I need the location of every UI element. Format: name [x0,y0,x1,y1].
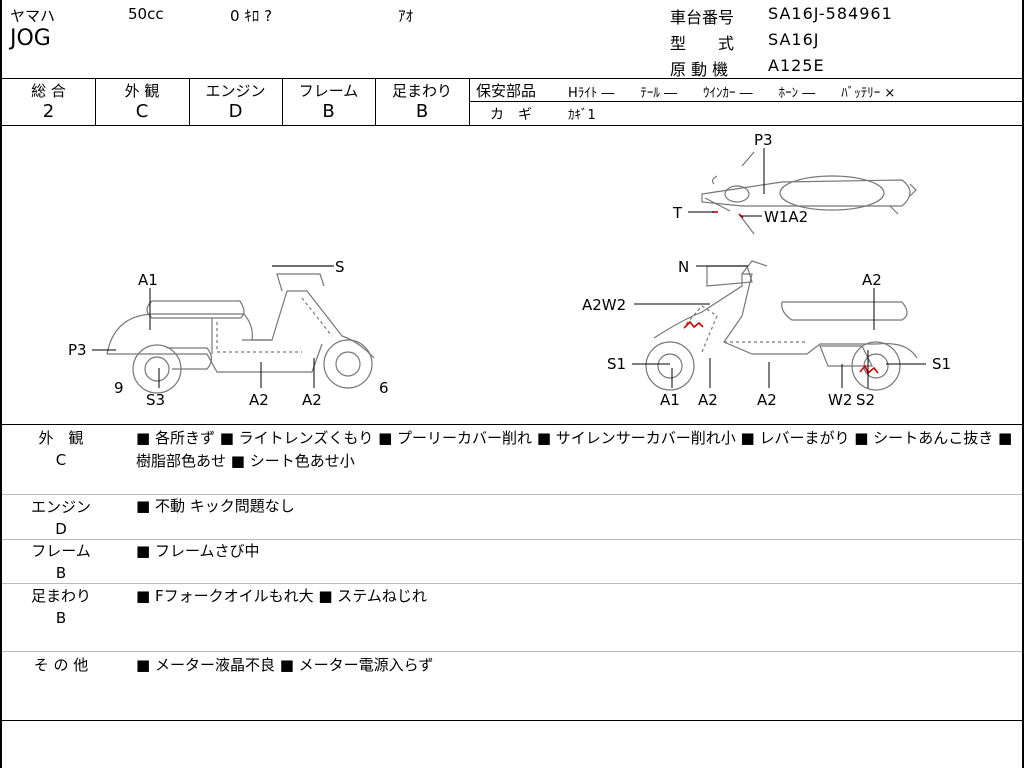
diagram-label: A1 [138,271,158,289]
remark-exterior-label: 外 観 C [16,427,106,471]
grade-suspension-value: B [415,101,429,122]
diagram-label: A2 [302,391,322,409]
diagram-label: A2 [249,391,269,409]
diagram-label: N [678,258,689,276]
section-title: エンジン [30,498,91,516]
divider [2,125,1022,126]
diagram-label: A2W2 [582,296,626,314]
diagram-label: W1A2 [764,208,808,226]
grade-exterior-value: C [135,101,149,122]
model-type-value: SA16J [768,30,820,49]
safety-parts-title: 保安部品 [476,82,537,100]
frame-number-value: SA16J-584961 [768,4,893,23]
diagram-label: A2 [862,271,882,289]
section-title: 足まわり [30,587,91,605]
damage-mark [683,320,704,329]
diagram-label: 9 [114,379,124,397]
section-title: フレーム [31,542,91,560]
diagram-label: S3 [146,391,165,409]
remark-suspension-label: 足まわり B [16,585,106,629]
divider [2,424,1022,425]
key-value: ｶｷﾞ1 [568,108,596,123]
grade-overall-value: 2 [42,101,55,122]
color: ｱｵ [398,7,414,25]
remark-frame-text: ■ フレームさび中 [136,542,260,560]
grade-frame-label: フレーム [298,82,359,100]
divider [375,78,376,125]
diagram-label: P3 [68,341,87,359]
divider [469,78,470,125]
key-label: カ ギ [490,107,532,123]
damage-mark [859,364,879,375]
divider [2,78,1022,79]
diagram-label: S1 [932,355,951,373]
displacement: 50cc [128,5,164,23]
divider [95,78,96,125]
grade-frame-value: B [322,101,335,122]
maker: ヤマハ [10,7,56,25]
remark-other-text: ■ メーター液晶不良 ■ メーター電源入らず [136,656,434,674]
diagram-label: 6 [379,379,389,397]
section-grade: D [55,520,67,538]
divider [2,583,1022,584]
grade-engine-value: D [228,101,243,122]
section-title: そ の 他 [33,656,89,674]
remark-suspension-text: ■ Fフォークオイルもれ大 ■ ステムねじれ [136,587,427,605]
remark-exterior-text: ■ 各所きず ■ ライトレンズくもり ■ プーリーカバー削れ ■ サイレンサーカ… [136,429,1013,470]
remark-engine-text: ■ 不動 キック問題なし [136,497,295,515]
grade-overall-label: 総 合 [31,82,66,100]
damage-diagram: S A1 P3 9 S3 A2 A2 6 N A2 A2W2 S1 S1 A1 … [68,131,951,409]
engine-value: A125E [768,56,825,75]
diagram-label: T [672,204,683,222]
diagram-label: S [335,258,345,276]
diagram-label: A2 [698,391,718,409]
divider [282,78,283,125]
engine-label: 原 動 機 [670,60,729,79]
diagram-label: A1 [660,391,680,409]
grade-engine-label: エンジン [205,82,266,100]
diagram-label: P3 [754,131,773,149]
scooter-top-view [701,151,917,235]
diagram-label: S2 [856,391,875,409]
frame-number-label: 車台番号 [670,8,735,27]
safety-parts-items: Hﾗｲﾄ ― ﾃｰﾙ ― ｳｲﾝｶｰ ― ﾎｰﾝ ― ﾊﾞｯﾃﾘｰ × [568,86,896,101]
grade-exterior-label: 外 観 [124,82,160,100]
divider [2,720,1022,721]
remark-other-label: そ の 他 [16,654,106,676]
divider [189,78,190,125]
model-type-label: 型 式 [670,34,735,53]
remark-frame-label: フレーム B [16,540,106,584]
divider [2,494,1022,495]
section-grade: B [55,564,67,582]
grade-suspension-label: 足まわり [391,82,452,100]
model-name: JOG [10,26,51,51]
remark-engine-label: エンジン D [16,496,106,540]
mileage: 0 ｷﾛ ? [230,7,273,25]
diagram-label: A2 [757,391,777,409]
section-title: 外 観 [38,429,84,447]
divider [469,101,1022,102]
divider [2,651,1022,652]
diagram-label: S1 [607,355,626,373]
diagram-label: W2 [828,391,852,409]
section-grade: B [55,609,67,627]
section-grade: C [55,451,67,469]
divider [2,539,1022,540]
